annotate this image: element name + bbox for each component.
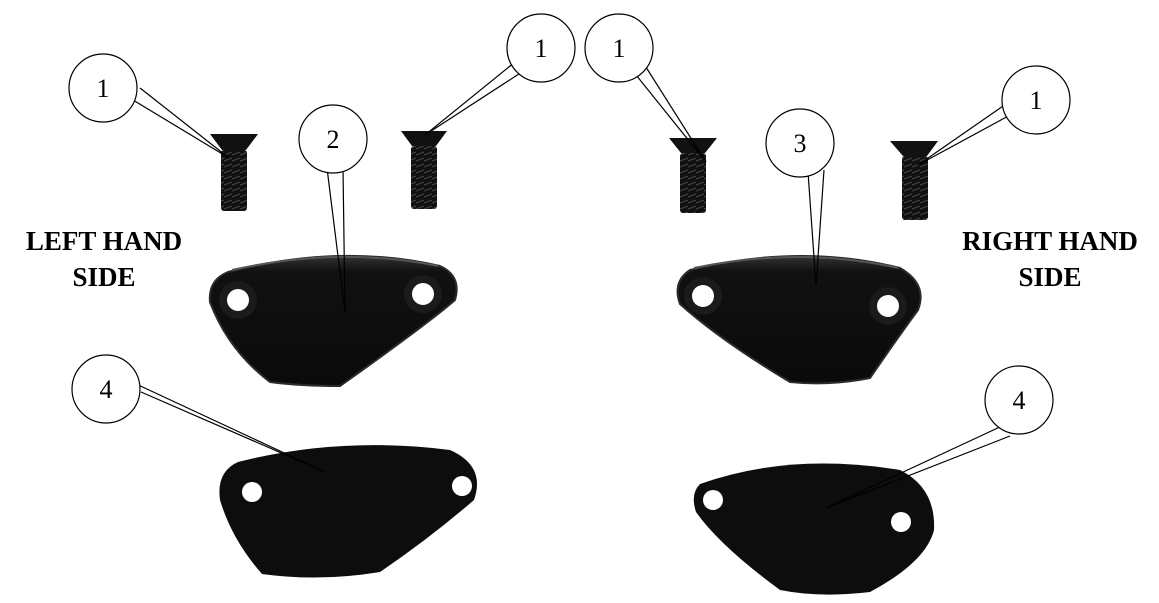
right-label-line2: SIDE	[1018, 262, 1082, 292]
callout-1-left-outer: 1	[68, 53, 138, 123]
callout-1-left-inner: 1	[506, 13, 576, 83]
leader-lines	[132, 61, 1013, 509]
left-label-line1: LEFT HAND	[25, 226, 183, 256]
callout-number: 1	[97, 74, 110, 103]
gasket-right	[693, 463, 935, 595]
callout-number: 1	[1030, 86, 1043, 115]
left-hand-side-label: LEFT HAND SIDE	[4, 223, 204, 295]
screw-right-inner	[669, 138, 717, 213]
callout-number: 1	[613, 34, 626, 63]
cover-plate-left	[208, 254, 458, 388]
callout-number: 1	[535, 34, 548, 63]
screw-left-outer	[210, 134, 258, 211]
callout-3: 3	[765, 108, 835, 178]
callout-4-right: 4	[984, 365, 1054, 435]
callout-number: 3	[794, 129, 807, 158]
screw-left-inner	[401, 131, 447, 209]
callout-number: 4	[100, 375, 113, 404]
callout-number: 4	[1013, 386, 1026, 415]
right-label-line1: RIGHT HAND	[962, 226, 1138, 256]
callout-2: 2	[298, 104, 368, 174]
gasket-left	[219, 445, 477, 578]
callout-4-left: 4	[71, 354, 141, 424]
right-hand-side-label: RIGHT HAND SIDE	[944, 223, 1156, 295]
cover-plate-right	[676, 254, 922, 385]
callout-1-right-outer: 1	[1001, 65, 1071, 135]
callout-number: 2	[327, 125, 340, 154]
screw-right-outer	[890, 141, 938, 220]
left-label-line2: SIDE	[72, 262, 136, 292]
callout-1-right-inner: 1	[584, 13, 654, 83]
